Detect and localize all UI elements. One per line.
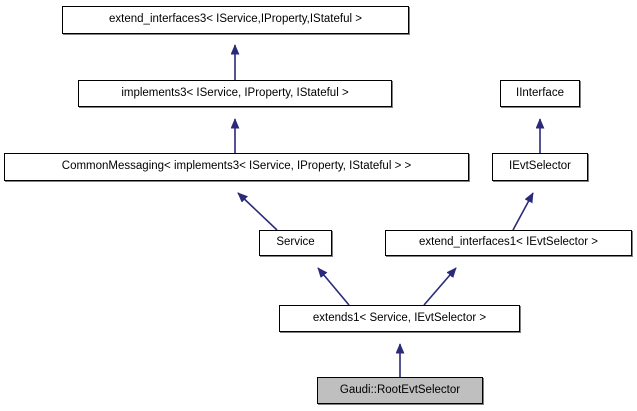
node-label: Gaudi::RootEvtSelector [339,383,461,396]
node-label: IInterface [516,86,564,99]
node-gaudi-rootevtselector[interactable]: Gaudi::RootEvtSelector [317,377,483,404]
node-label: extend_interfaces3< IService,IProperty,I… [109,13,362,26]
node-label: extend_interfaces1< IEvtSelector > [419,236,598,249]
node-label: Service [276,236,315,249]
node-ievtselector[interactable]: IEvtSelector [492,153,588,181]
edge-extends1-to-service [317,268,350,306]
node-extends1[interactable]: extends1< Service, IEvtSelector > [279,305,520,332]
node-commonmessaging[interactable]: CommonMessaging< implements3< IService, … [4,153,469,181]
edge-service-to-commonmessaging [238,193,278,231]
node-service[interactable]: Service [259,230,332,256]
edge-extend-interfaces1-to-ievtselector [512,193,534,231]
node-implements3[interactable]: implements3< IService, IProperty, IState… [78,80,392,107]
node-extend-interfaces3[interactable]: extend_interfaces3< IService,IProperty,I… [62,6,409,34]
node-label: implements3< IService, IProperty, IState… [121,86,349,99]
edge-extends1-to-extend-interfaces1 [423,268,457,306]
node-label: IEvtSelector [509,160,571,173]
node-label: CommonMessaging< implements3< IService, … [61,160,412,173]
node-label: extends1< Service, IEvtSelector > [312,311,487,324]
node-extend-interfaces1[interactable]: extend_interfaces1< IEvtSelector > [385,230,632,256]
node-iinterface[interactable]: IInterface [500,80,580,107]
